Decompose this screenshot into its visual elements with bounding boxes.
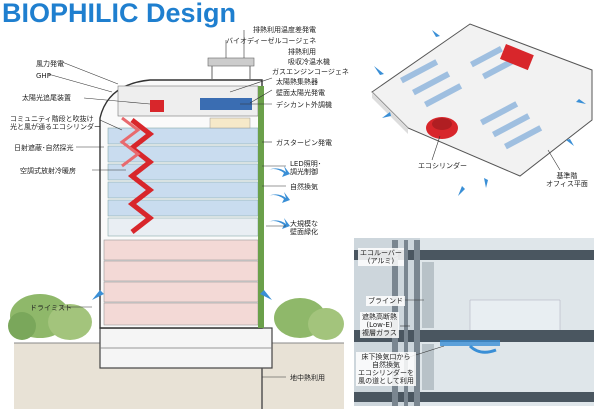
label-wind-power: 風力発電 — [36, 60, 64, 68]
label-eco-cylinder-stairs: コミュニティ階段と吹抜け 光と風が通るエコシリンダー — [10, 115, 101, 131]
equipment-blue — [200, 98, 252, 110]
label-wall-solar: 壁面太陽光発電 — [276, 89, 325, 97]
leader-lines-right — [225, 30, 286, 378]
label-standard-floor: 基準階 オフィス平面 — [546, 172, 588, 188]
label-ghp: GHP — [36, 72, 51, 80]
label-gas-turbine: ガスタービン発電 — [276, 139, 332, 147]
leader-lines-left — [47, 61, 151, 308]
equipment-red — [150, 100, 164, 112]
page-title: BIOPHILIC Design — [2, 0, 237, 28]
floor-plan-iso — [371, 23, 593, 196]
label-natural-vent: 自然換気 — [290, 183, 318, 191]
label-lowe-glass: 遮熱高断熱 (Low-E) 複層ガラス — [360, 312, 399, 338]
label-blind: ブラインド — [366, 296, 405, 306]
label-dry-mist: ドライミスト — [30, 304, 72, 312]
facade-detail — [354, 238, 594, 406]
label-solar-collector: 太陽熱集熱器 — [276, 78, 318, 86]
lower-floors — [103, 239, 259, 326]
label-exhaust-use: 排熱利用 — [288, 48, 316, 56]
trees-right — [274, 298, 344, 340]
label-absorption: 吸収冷温水機 — [288, 58, 330, 66]
office-floors — [107, 127, 259, 237]
label-desiccant: デシカント外調機 — [276, 101, 332, 109]
eco-cylinder-stairs — [127, 118, 155, 234]
label-greening: 大規模な 壁面緑化 — [290, 220, 318, 236]
label-solar-tracker: 太陽光追尾装置 — [22, 94, 71, 102]
label-led: LED照明･ 調光制御 — [290, 160, 322, 176]
label-sunshade: 日射遮蔽･自然採光 — [14, 144, 74, 152]
label-floor-vent: 床下換気口から 自然換気 エコシリンダーを 風の道として利用 — [356, 352, 416, 386]
label-radiant: 空調式放射冷暖房 — [20, 167, 76, 175]
trees-left — [8, 294, 92, 340]
label-geothermal: 地中熱利用 — [290, 374, 325, 382]
label-eco-louver: エコルーバー (アルミ) — [358, 248, 404, 266]
green-wall — [258, 86, 264, 328]
label-exhaust-heat: 排熱利用温度差発電 — [253, 26, 316, 34]
label-gas-engine: ガスエンジンコージェネ — [272, 68, 349, 76]
label-biodiesel: バイオディーゼルコージェネ — [226, 37, 317, 45]
label-eco-cylinder: エコシリンダー — [418, 162, 467, 170]
